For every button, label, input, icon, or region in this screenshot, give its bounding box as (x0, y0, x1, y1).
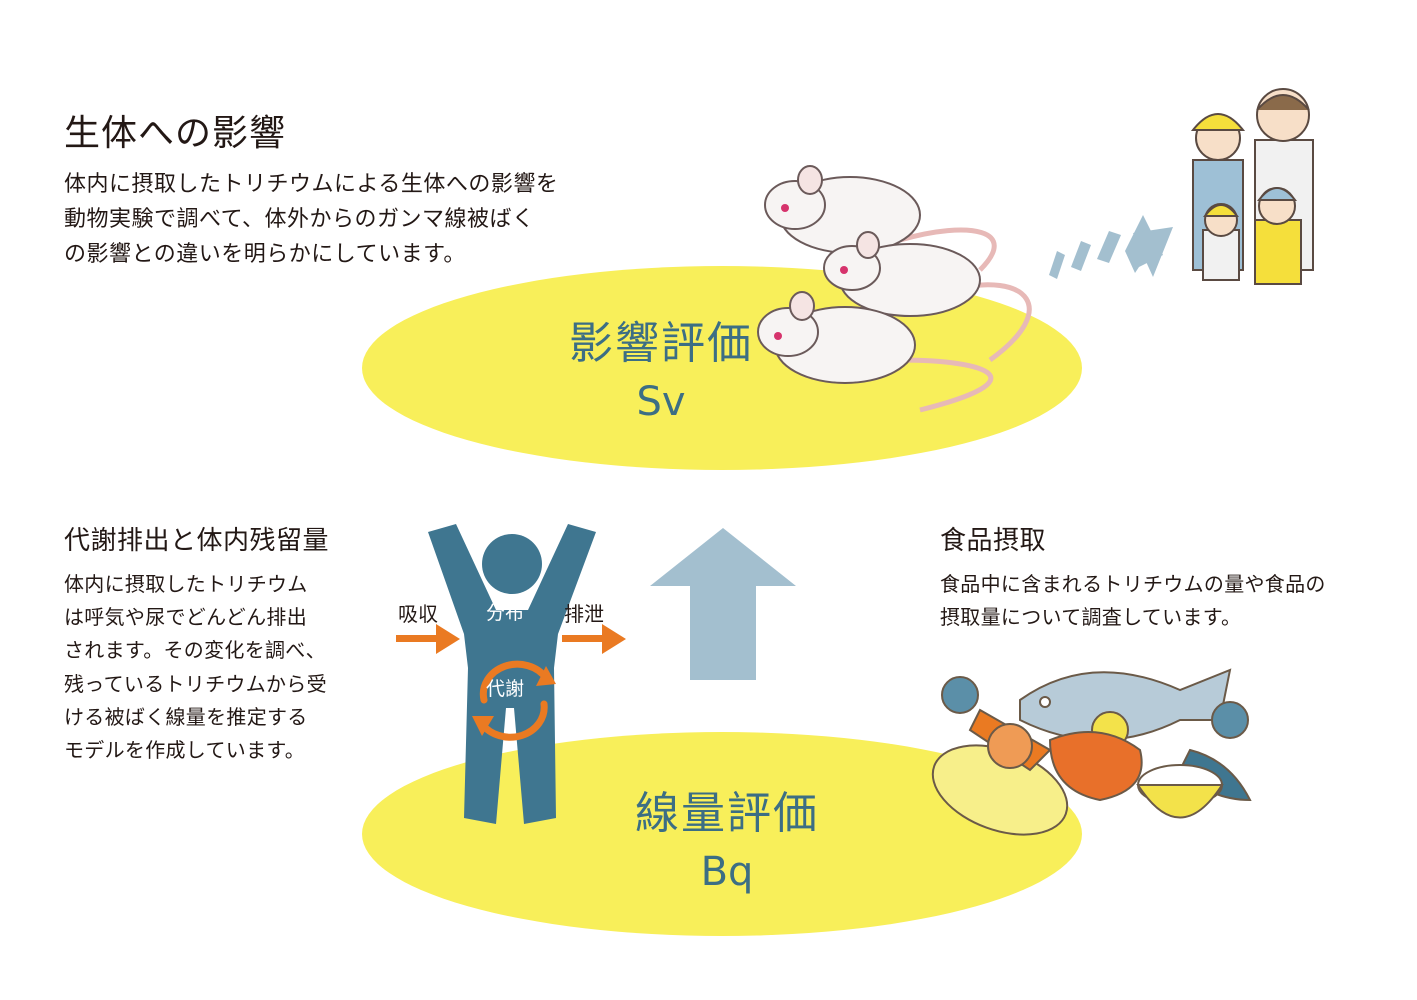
dose-eval-label: 線量評価 (635, 788, 819, 839)
metabolism-line-6: モデルを作成しています。 (64, 737, 305, 762)
metabolism-line-4: 残っているトリチウムから受 (64, 671, 327, 696)
metabolism-title: 代謝排出と体内残留量 (64, 526, 330, 556)
intro-line-2: 動物実験で調べて、体外からのガンマ線被ばく (64, 206, 535, 232)
food-illustration (931, 668, 1252, 836)
effect-eval-label: 影響評価 (569, 318, 753, 369)
family-illustration (1190, 88, 1314, 285)
food-description: 食品中に含まれるトリチウムの量や食品の 摂取量について調査しています。 (940, 568, 1400, 634)
metabolism-line-5: ける被ばく線量を推定する (64, 704, 308, 729)
up-arrow-icon (650, 528, 796, 680)
page-title: 生体への影響 (64, 113, 287, 154)
food-line-2: 摂取量について調査しています。 (940, 605, 1242, 630)
distribution-label: 分布 (486, 602, 525, 624)
intro-line-3: の影響との違いを明らかにしています。 (64, 241, 466, 267)
metabolism-label: 代謝 (486, 678, 525, 700)
right-arrow-icon (562, 624, 626, 654)
right-arrow-icon (1049, 215, 1173, 279)
dose-eval-unit: Bq (700, 849, 754, 895)
excretion-label: 排泄 (564, 602, 604, 626)
metabolism-description: 体内に摂取したトリチウム は呼気や尿でどんどん排出 されます。その変化を調べ、 … (64, 568, 384, 767)
intro-line-1: 体内に摂取したトリチウムによる生体への影響を (64, 172, 559, 197)
food-line-1: 食品中に含まれるトリチウムの量や食品の (940, 572, 1326, 596)
intake-label: 吸収 (398, 602, 438, 626)
metabolism-line-3: されます。その変化を調べ、 (64, 638, 326, 663)
effect-eval-unit: Sv (636, 379, 686, 425)
right-arrow-icon (396, 624, 460, 654)
metabolism-line-1: 体内に摂取したトリチウム (64, 572, 308, 596)
metabolism-line-2: は呼気や尿でどんどん排出 (64, 605, 307, 630)
intro-description: 体内に摂取したトリチウムによる生体への影響を 動物実験で調べて、体外からのガンマ… (64, 168, 704, 272)
mouse-illustration (757, 165, 1032, 413)
food-title: 食品摂取 (940, 526, 1047, 556)
human-figure (428, 524, 596, 824)
